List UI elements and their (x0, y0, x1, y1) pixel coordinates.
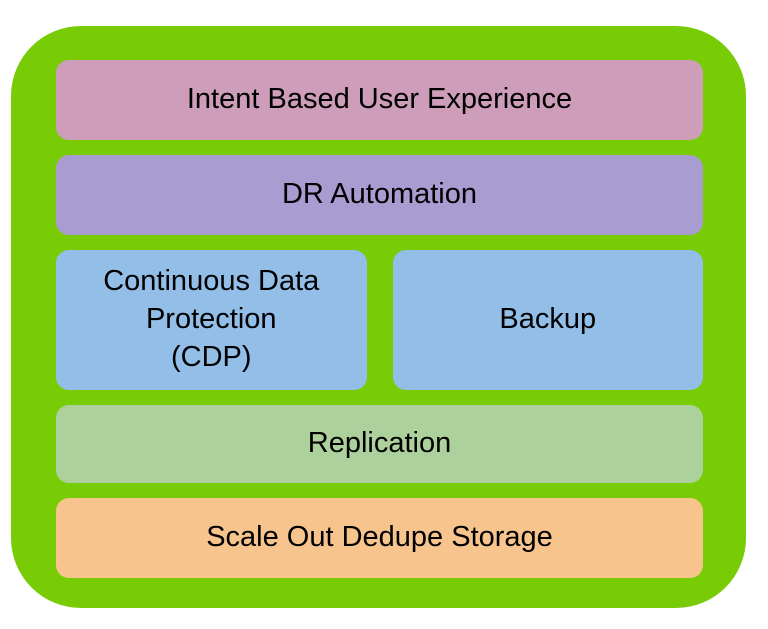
layer-stack: Intent Based User Experience DR Automati… (56, 60, 703, 578)
layer-intent-based-user-experience: Intent Based User Experience (56, 60, 703, 140)
layer-scale-out-dedupe-storage: Scale Out Dedupe Storage (56, 498, 703, 578)
layer-row-cdp-backup: Continuous Data Protection (CDP) Backup (56, 250, 703, 390)
layer-replication: Replication (56, 405, 703, 483)
layer-backup: Backup (392, 250, 703, 390)
layer-continuous-data-protection: Continuous Data Protection (CDP) (56, 250, 367, 390)
layer-dr-automation: DR Automation (56, 155, 703, 235)
architecture-stack-container: Intent Based User Experience DR Automati… (11, 26, 746, 608)
